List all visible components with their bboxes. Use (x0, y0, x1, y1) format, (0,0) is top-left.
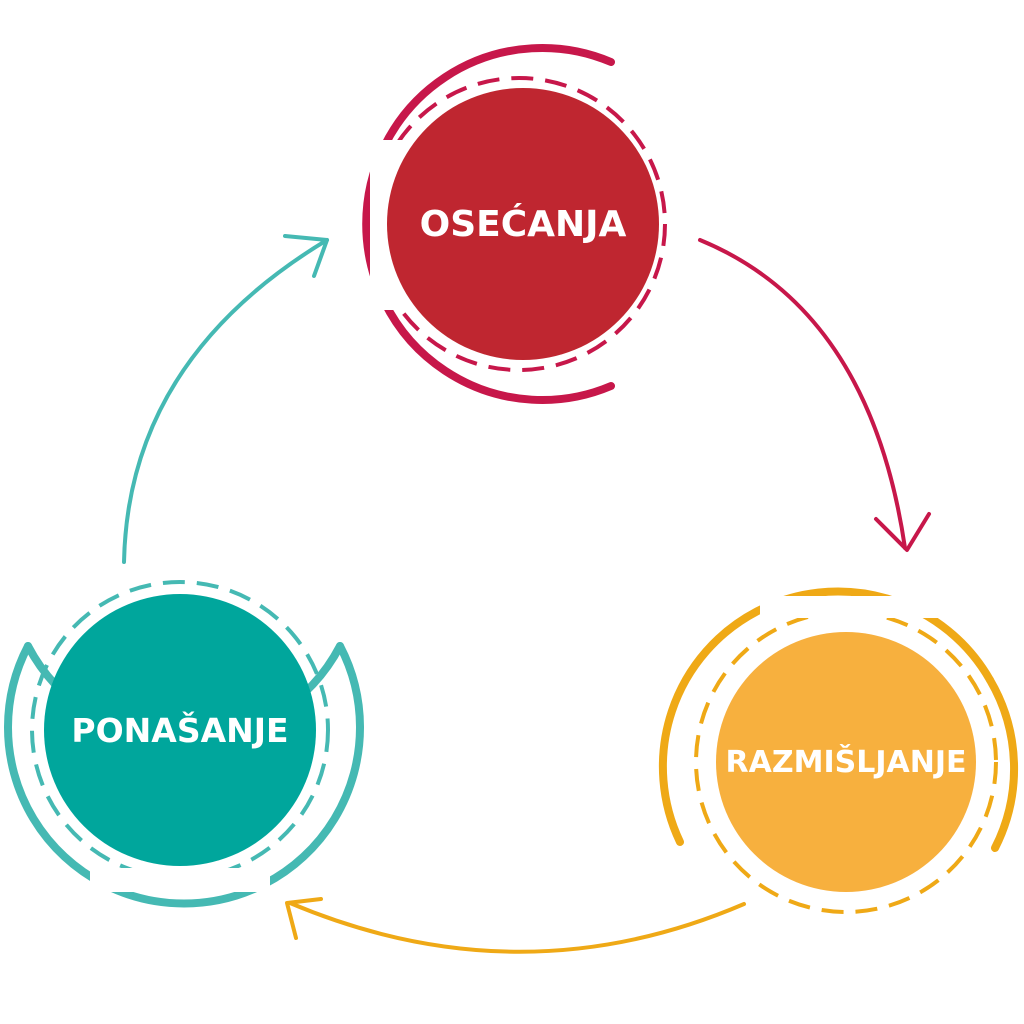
thinking-outer-ring-right (986, 676, 1018, 852)
node-behavior: PONAŠANJE (4, 540, 364, 908)
behavior-label: PONAŠANJE (71, 710, 288, 750)
node-feelings: OSEĆANJA (362, 44, 667, 404)
arrow-behavior-to-feelings-head (283, 234, 329, 278)
thinking-dash-gap (760, 596, 950, 618)
feelings-circle (387, 88, 659, 360)
feelings-outer-ring (362, 44, 615, 404)
thinking-circle (716, 632, 976, 892)
arrow-thinking-to-behavior-line (288, 901, 746, 954)
arrow-thinking-to-behavior (285, 897, 746, 954)
node-thinking: RAZMIŠLJANJE (658, 587, 1018, 914)
thinking-label: RAZMIŠLJANJE (726, 743, 967, 780)
arrow-feelings-to-thinking-line (698, 238, 907, 550)
arrow-feelings-to-thinking (698, 238, 931, 552)
behavior-dashed-ring (30, 580, 330, 880)
feelings-label: OSEĆANJA (420, 203, 627, 245)
thinking-dashed-ring (694, 610, 998, 914)
behavior-circle (44, 594, 316, 866)
arrow-thinking-to-behavior-head (285, 897, 323, 940)
arrow-behavior-to-feelings-line (122, 238, 329, 564)
behavior-outer-ring-arc (4, 642, 364, 908)
thinking-outer-ring (658, 587, 994, 846)
arrow-behavior-to-feelings (122, 234, 329, 564)
behavior-dash-gap (90, 868, 270, 892)
arrow-feelings-to-thinking-head (874, 512, 931, 552)
